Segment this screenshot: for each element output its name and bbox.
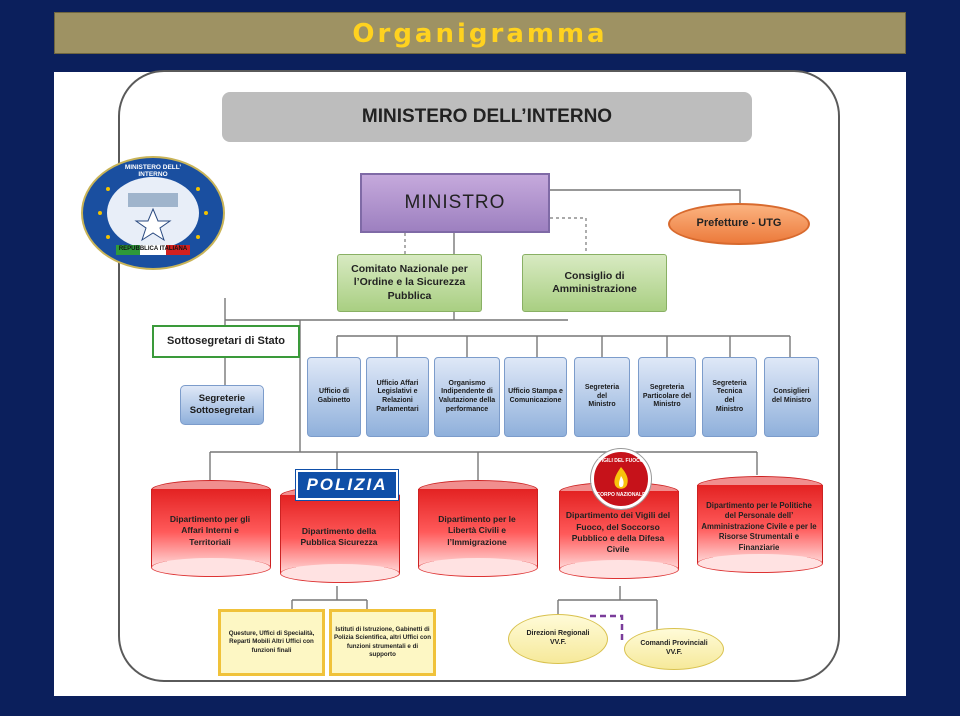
dept-liberta-civili: Dipartimento per le Libertà Civili e l’I… xyxy=(418,480,538,577)
segreterie-sottosegretari-node: Segreterie Sottosegretari xyxy=(180,385,264,425)
flame-icon xyxy=(614,467,628,489)
polizia-logo: POLIZIA xyxy=(295,469,399,501)
ministry-emblem: MINISTERO DELL’ INTERNO REPUBBLICA ITALI… xyxy=(80,155,226,271)
comitato-node: Comitato Nazionale per l’Ordine e la Sic… xyxy=(337,254,482,312)
dept-pubblica-sicurezza: Dipartimento della Pubblica Sicurezza xyxy=(280,486,400,583)
sottosegretari-node: Sottosegretari di Stato xyxy=(152,325,300,358)
office-node-gabinetto: Ufficio di Gabinetto xyxy=(307,357,361,437)
office-node-segreteria-particolare: Segreteria Particolare del Ministro xyxy=(638,357,696,437)
vvf-direzioni-regionali: Direzioni Regionali VV.F. xyxy=(508,614,608,664)
dept-affari-interni: Dipartimento per gli Affari Interni e Te… xyxy=(151,480,271,577)
page-title: Organigramma xyxy=(352,19,608,49)
vvf-comandi-provinciali: Comandi Provinciali VV.F. xyxy=(624,628,724,670)
office-node-segreteria-tecnica: Segreteria Tecnica del Ministro xyxy=(702,357,757,437)
office-node-affari-legislativi: Ufficio Affari Legislativi e Relazioni P… xyxy=(366,357,429,437)
prefetture-node: Prefetture - UTG xyxy=(668,203,810,245)
title-bar: Organigramma xyxy=(54,12,906,54)
chart-frame xyxy=(118,70,840,682)
office-node-segreteria: Segreteria del Ministro xyxy=(574,357,630,437)
office-node-oiv: Organismo Indipendente di Valutazione de… xyxy=(434,357,500,437)
ps-unit-questure: Questure, Uffici di Specialità, Reparti … xyxy=(218,609,325,676)
ps-unit-istituti: Istituti di Istruzione, Gabinetti di Pol… xyxy=(329,609,436,676)
office-node-consiglieri: Consiglieri del Ministro xyxy=(764,357,819,437)
emblem-seal-icon xyxy=(81,156,225,270)
consiglio-node: Consiglio di Amministrazione xyxy=(522,254,667,312)
ministro-node: MINISTRO xyxy=(360,173,550,233)
emblem-top-text: MINISTERO DELL’ INTERNO xyxy=(124,164,182,178)
dept-politiche-personale: Dipartimento per le Politiche del Person… xyxy=(697,476,823,573)
emblem-bottom-text: REPUBBLICA ITALIANA xyxy=(118,246,188,252)
ministry-header: MINISTERO DELL’INTERNO xyxy=(222,92,752,142)
vigili-del-fuoco-logo: VIGILI DEL FUOCO CORPO NAZIONALE xyxy=(590,448,652,510)
office-node-stampa: Ufficio Stampa e Comunicazione xyxy=(504,357,567,437)
